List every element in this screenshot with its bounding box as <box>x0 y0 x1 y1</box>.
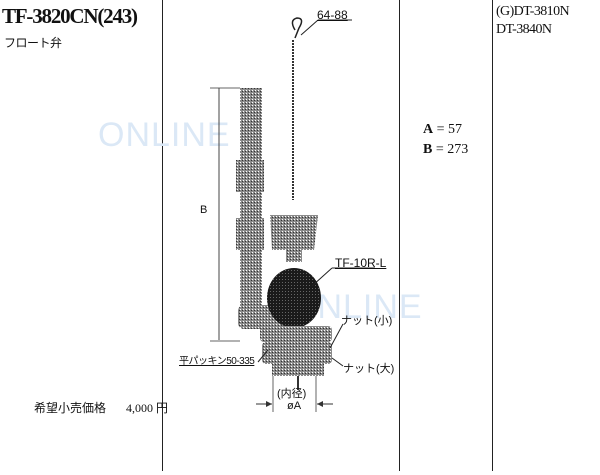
retail-price: 希望小売価格 4,000 円 <box>34 399 168 416</box>
float-part-label: TF-10R-L <box>335 256 387 270</box>
dimension-values: A = 57 B = 273 <box>423 120 468 160</box>
compatible-model: DT-3840N <box>496 22 552 37</box>
dimension-a: A = 57 <box>423 122 463 137</box>
gasket-part-label: 平パッキン50-335 <box>179 356 255 367</box>
column-divider-3 <box>492 0 493 471</box>
dimension-b: B = 273 <box>423 142 469 157</box>
model-number: TF-3820CN(243) <box>2 4 138 28</box>
compatible-models: (G)DT-3810N DT-3840N <box>496 3 570 39</box>
compatible-model: (G)DT-3810N <box>496 4 570 19</box>
column-divider-2 <box>399 0 400 471</box>
chain-part-label: 64-88 <box>317 8 348 22</box>
float-valve-illustration <box>210 17 375 412</box>
height-dimension-label: B <box>200 204 208 216</box>
product-type: フロート弁 <box>4 36 62 50</box>
watermark: ONLINE <box>98 116 231 154</box>
price-value: 4,000 円 <box>126 401 169 415</box>
diameter-dimension-label: øA <box>287 400 302 412</box>
float-valve-diagram: 64-88 TF-10R-L ナット(小) ナット(大) 平パッキン50-335… <box>163 0 399 471</box>
price-label: 希望小売価格 <box>34 401 107 415</box>
nut-small-label: ナット(小) <box>341 315 393 327</box>
column-divider-1 <box>162 0 163 471</box>
nut-large-label: ナット(大) <box>343 363 395 375</box>
inner-diameter-label: (内径) <box>277 388 307 400</box>
